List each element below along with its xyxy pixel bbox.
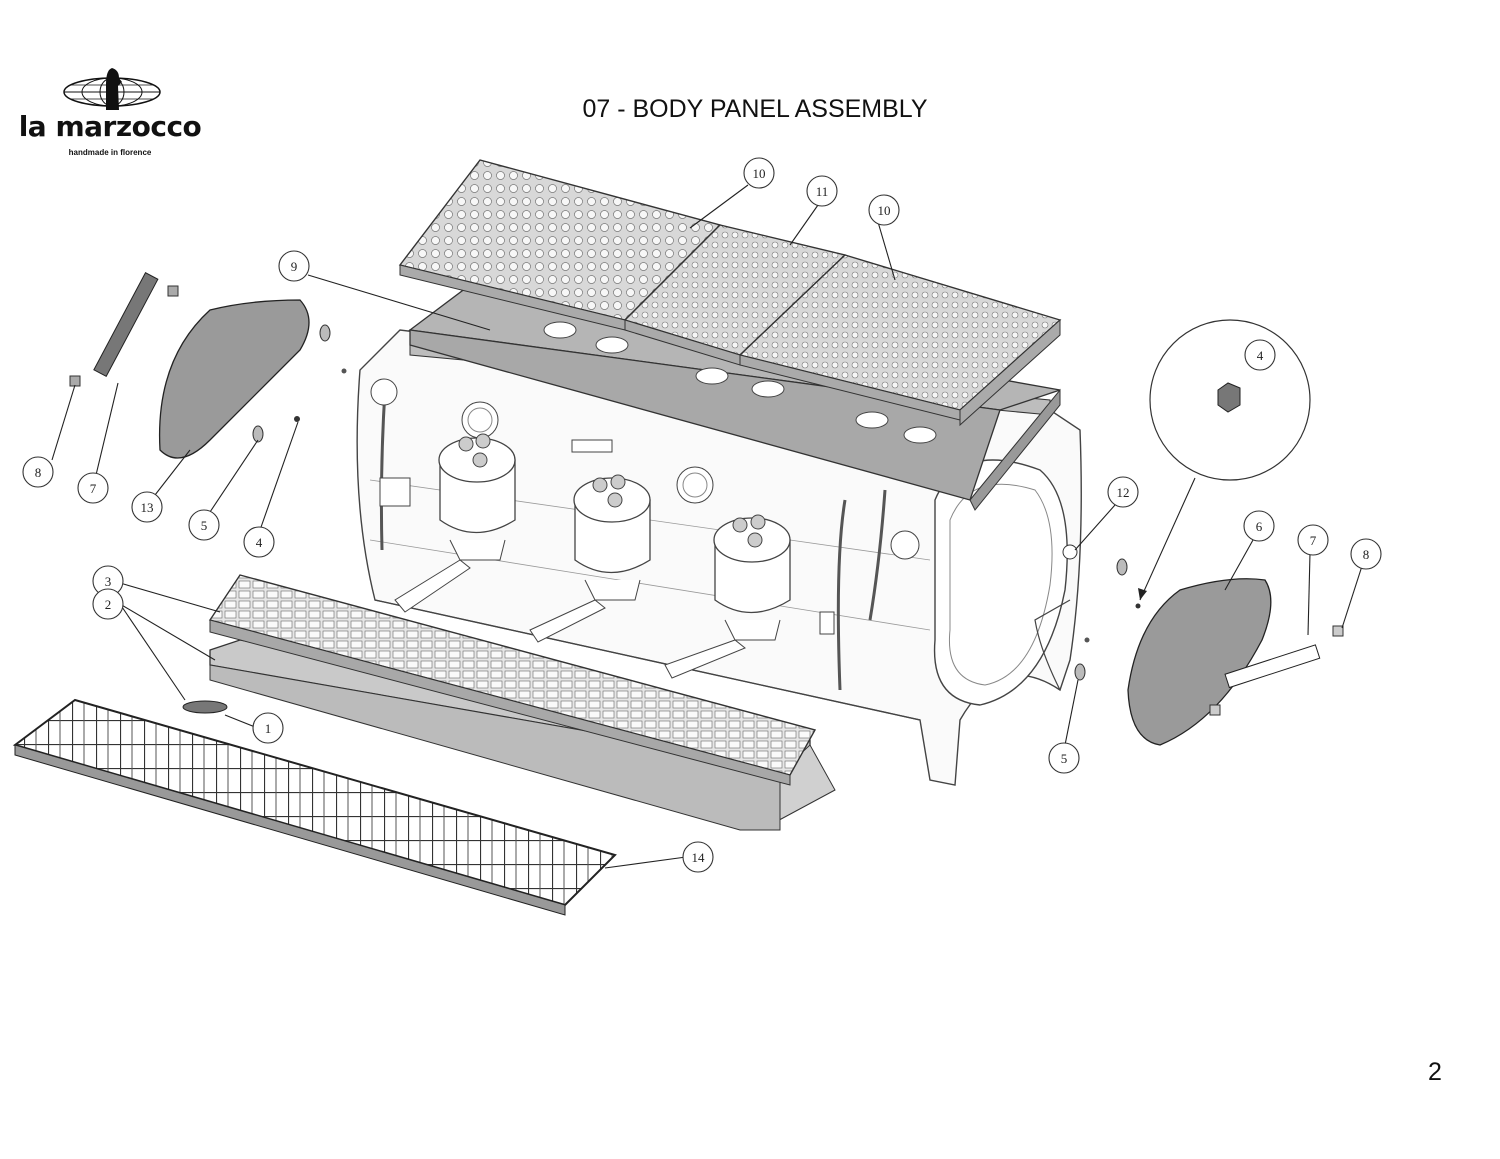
- brand-name: la marzocco: [18, 110, 202, 143]
- leader-lines: [51, 184, 1363, 869]
- detail-magnifier: [1138, 319, 1311, 601]
- svg-text:12: 12: [1117, 485, 1130, 500]
- svg-text:4: 4: [1257, 348, 1264, 363]
- callout-5-right: 5: [1048, 742, 1080, 774]
- callout-6: 6: [1243, 510, 1275, 542]
- svg-text:1: 1: [265, 721, 272, 736]
- group-head-3: [664, 514, 791, 679]
- group-heads: [394, 433, 791, 679]
- callout-10b: 10: [868, 194, 900, 226]
- svg-text:8: 8: [35, 465, 42, 480]
- callout-11: 11: [806, 175, 838, 207]
- svg-text:14: 14: [692, 850, 706, 865]
- svg-text:7: 7: [90, 481, 97, 496]
- clip-part: [182, 700, 228, 714]
- svg-text:6: 6: [1256, 519, 1263, 534]
- svg-text:2: 2: [105, 597, 112, 612]
- callout-2: 2: [92, 588, 124, 620]
- callout-8-left: 8: [22, 456, 54, 488]
- cup-tray-grids: [398, 159, 1062, 427]
- callout-3: 3: [92, 565, 124, 597]
- callout-10a: 10: [743, 157, 775, 189]
- group-head-1: [394, 433, 516, 613]
- brand-tagline: handmade in florence: [68, 148, 152, 157]
- svg-text:10: 10: [878, 203, 891, 218]
- callout-13: 13: [131, 491, 163, 523]
- callout-1: 1: [252, 712, 284, 744]
- svg-text:3: 3: [105, 574, 112, 589]
- callout-9: 9: [278, 250, 310, 282]
- svg-text:11: 11: [816, 184, 829, 199]
- callout-12: 12: [1107, 476, 1139, 508]
- callout-4-right: 4: [1244, 339, 1276, 371]
- callout-4-left: 4: [243, 526, 275, 558]
- drip-tray-assembly: [208, 574, 836, 831]
- callout-7-right: 7: [1297, 524, 1329, 556]
- svg-text:7: 7: [1310, 533, 1317, 548]
- callout-8-right: 8: [1350, 538, 1382, 570]
- svg-text:8: 8: [1363, 547, 1370, 562]
- callout-5-left: 5: [188, 509, 220, 541]
- left-side-panel: [69, 271, 347, 459]
- lion-globe-icon: [63, 68, 161, 110]
- svg-text:5: 5: [201, 518, 208, 533]
- right-side-panel: [1062, 544, 1344, 746]
- page-number: 2: [1428, 1058, 1442, 1086]
- brand-logo: la marzocco handmade in florence: [10, 60, 210, 170]
- group-head-2: [529, 474, 651, 643]
- callout-7-left: 7: [77, 472, 109, 504]
- callout-14: 14: [682, 841, 714, 873]
- svg-text:4: 4: [256, 535, 263, 550]
- page-title: 07 - BODY PANEL ASSEMBLY: [582, 95, 928, 123]
- svg-text:10: 10: [753, 166, 766, 181]
- svg-text:9: 9: [291, 259, 298, 274]
- bottom-cup-rack: [12, 698, 617, 916]
- svg-text:5: 5: [1061, 751, 1068, 766]
- svg-text:13: 13: [141, 500, 154, 515]
